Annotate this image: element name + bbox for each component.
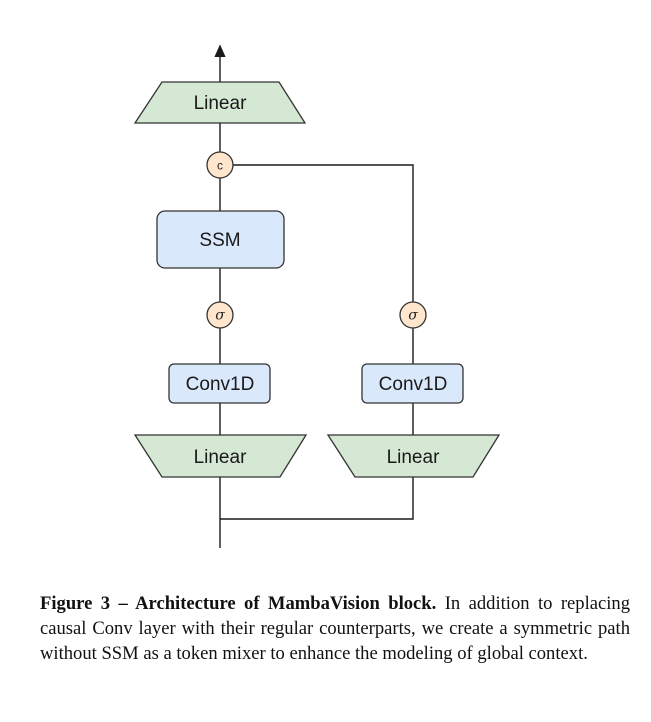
linear-top-node: Linear <box>133 81 307 124</box>
caption-title: Figure 3 – Architecture of MambaVision b… <box>40 593 437 614</box>
linear-right-node: Linear <box>326 434 501 478</box>
sigma-left-label: σ <box>215 308 225 324</box>
linear-top-label: Linear <box>194 93 247 114</box>
concat-label: c <box>217 159 223 173</box>
linear-left-label: Linear <box>194 447 247 468</box>
conv-left-label: Conv1D <box>186 374 255 395</box>
sigma-left-node: σ <box>206 301 234 329</box>
ssm-label: SSM <box>199 230 240 251</box>
sigma-right-node: σ <box>399 301 427 329</box>
edge-input-split-right <box>220 477 414 520</box>
ssm-node: SSM <box>156 210 285 269</box>
figure-caption: Figure 3 – Architecture of MambaVision b… <box>40 591 630 666</box>
edge-sigma-right-to-concat <box>233 164 414 302</box>
conv-left-node: Conv1D <box>168 363 271 404</box>
caption-text: In addition to replacing causal Conv lay… <box>40 593 631 664</box>
sigma-right-label: σ <box>408 308 418 324</box>
conv-right-node: Conv1D <box>361 363 464 404</box>
architecture-diagram: Linear c SSM σ σ Conv1D Conv1D Linear Li… <box>133 44 501 548</box>
connectors <box>214 44 414 548</box>
linear-left-node: Linear <box>133 434 308 478</box>
linear-right-label: Linear <box>387 447 440 468</box>
concat-node: c <box>206 151 234 179</box>
conv-right-label: Conv1D <box>379 374 448 395</box>
